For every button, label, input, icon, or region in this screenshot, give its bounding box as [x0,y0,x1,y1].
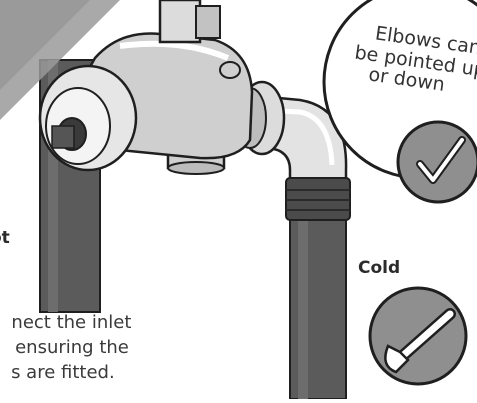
adjustable-wrench-icon [368,286,468,386]
instruction-line: nnect the inlet [0,312,132,333]
cold-water-pipe [289,189,347,400]
cold-label: Cold [358,258,401,278]
corner-banner [0,0,120,120]
instruction-line: es are fitted. [0,362,115,383]
thermostatic-cartridge-cap [38,64,138,172]
instruction-text: nnect the inlet s ensuring the es are fi… [0,310,132,385]
callout-text: Elbows can be pointed up or down [326,22,477,96]
hot-label: ot [0,228,10,248]
instruction-line: s ensuring the [0,337,129,358]
check-mark-icon [396,120,477,204]
